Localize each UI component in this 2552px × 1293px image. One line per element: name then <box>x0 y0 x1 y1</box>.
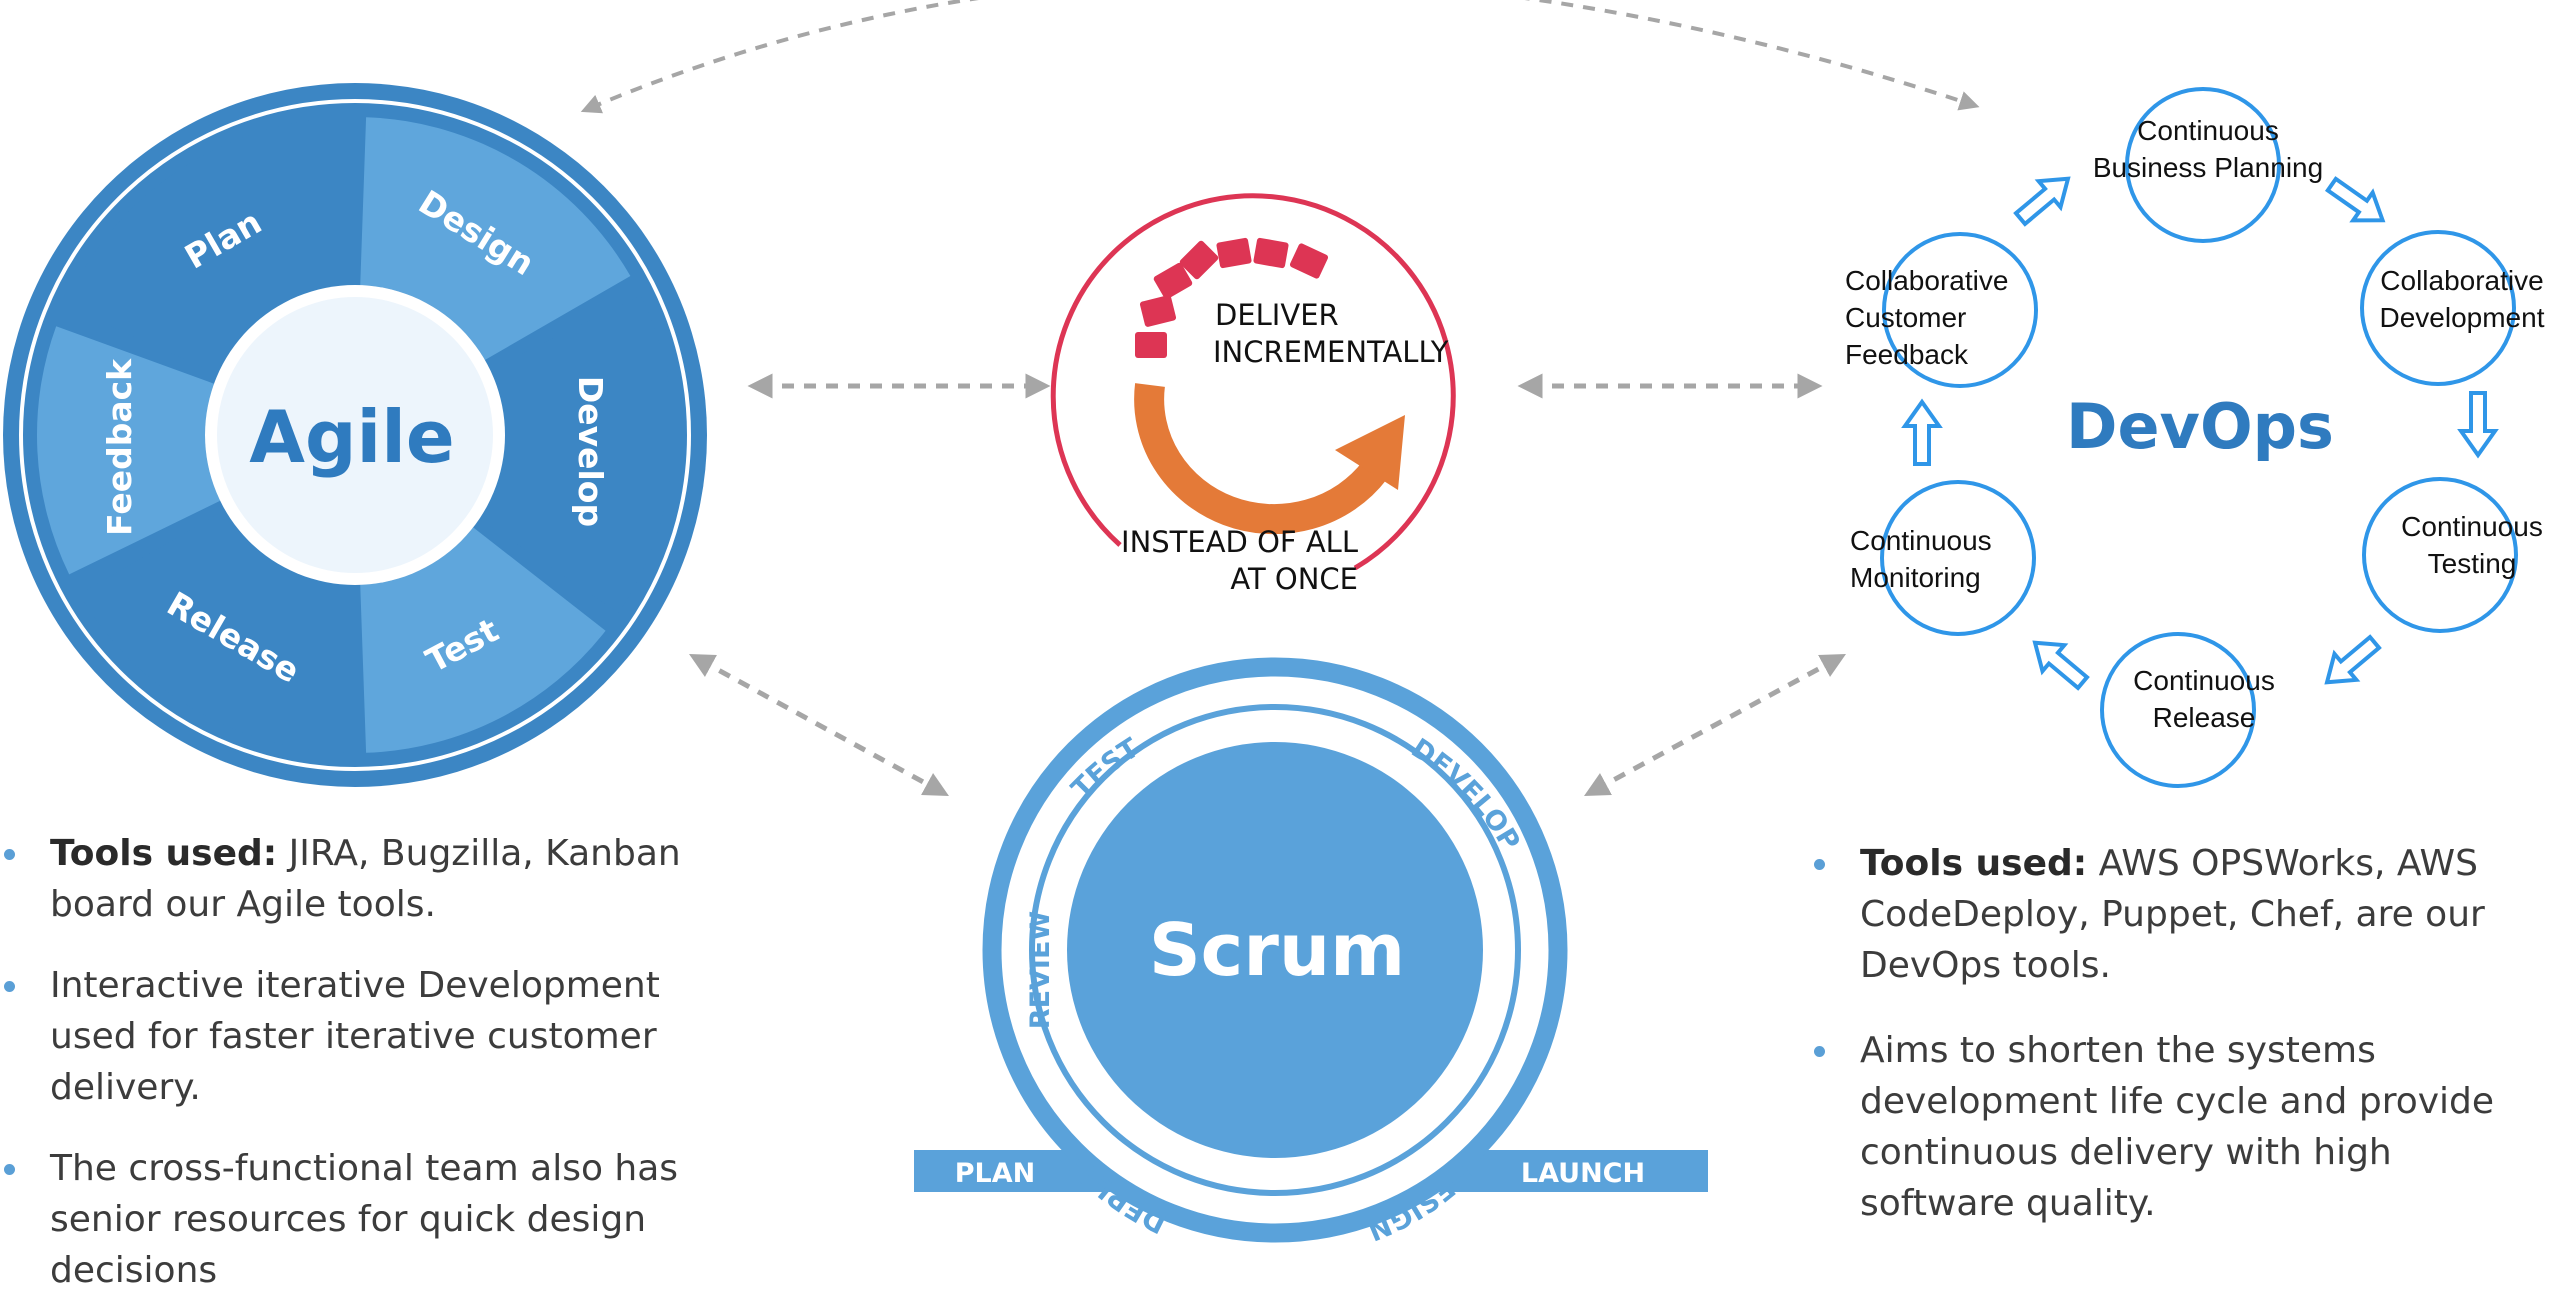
scrum-plan-label: PLAN <box>955 1158 1036 1189</box>
devops-stage-business-planning-circle <box>2125 87 2281 243</box>
scrum-core <box>1067 742 1483 1158</box>
agile-segment-feedback <box>36 326 221 575</box>
agile-note-2: Interactive iterative Development used f… <box>0 960 690 1113</box>
connectors <box>580 0 1980 796</box>
devops-note-2: Aims to shorten the systems development … <box>1810 1025 2550 1229</box>
agile-segment-release <box>79 510 350 753</box>
agile-title: Agile <box>249 395 454 479</box>
agile-note-1-label: Tools used: <box>50 833 278 874</box>
agile-segment-develop <box>479 295 674 613</box>
devops-title: DevOps <box>2066 390 2334 463</box>
agile-note-1: Tools used: JIRA, Bugzilla, Kanban board… <box>0 828 690 930</box>
agile-segment-design <box>360 117 631 360</box>
deliver-orange-arrow <box>1134 383 1387 535</box>
devops-stage-business-planning-line2: Business Planning <box>2093 152 2323 183</box>
agile-segment-plan <box>64 117 350 374</box>
connector-agile-devops <box>580 0 1980 114</box>
devops-stage-continuous-testing-circle <box>2362 477 2518 633</box>
deliver-red-arc <box>1050 193 1456 571</box>
deliver-dashes <box>1135 237 1329 358</box>
scrum-launch-bar <box>1420 1150 1708 1192</box>
devops-stage-continuous-monitoring-circle <box>1880 480 2036 636</box>
devops-stage-customer-feedback-line3: Feedback <box>1845 339 1969 370</box>
connector-agile-scrum <box>689 654 949 796</box>
scrum-title: Scrum <box>1149 908 1405 992</box>
scrum-label-review: REVIEW <box>1025 911 1056 1029</box>
scrum-inner-ring <box>1029 704 1521 1196</box>
agile-notes: Tools used: JIRA, Bugzilla, Kanban board… <box>0 828 690 1293</box>
agile-note-3-text: The cross-functional team also has senio… <box>50 1148 679 1291</box>
devops-stage-collaborative-development-line1: Collaborative <box>2380 265 2543 296</box>
devops-notes: Tools used: AWS OPSWorks, AWS CodeDeploy… <box>1810 838 2550 1263</box>
devops-stage-continuous-release-circle <box>2100 632 2256 788</box>
agile-note-3: The cross-functional team also has senio… <box>0 1143 690 1293</box>
deliver-line2: INCREMENTALLY <box>1213 335 1449 369</box>
devops-stage-business-planning-line1: Continuous <box>2137 115 2279 146</box>
devops-arrow-testing-to-release <box>2324 634 2382 685</box>
devops-arrow-release-to-monitoring <box>2032 640 2090 691</box>
devops-flow-arrows <box>1901 176 2499 691</box>
deliver-line1: DELIVER <box>1215 298 1339 332</box>
devops-stage-customer-feedback-line1: Collaborative <box>1845 265 2008 296</box>
connector-scrum-devops <box>1584 654 1846 796</box>
devops-stage-continuous-testing-line1: Continuous <box>2401 511 2543 542</box>
agile-ring-gap <box>19 99 691 771</box>
devops-stage-continuous-release-line2: Release <box>2153 702 2256 733</box>
devops-arrow-development-to-testing <box>2457 391 2499 459</box>
devops-note-2-text: Aims to shorten the systems development … <box>1860 1030 2495 1224</box>
devops-stage-continuous-release-line1: Continuous <box>2133 665 2275 696</box>
devops-stage-collaborative-development-circle <box>2360 230 2516 386</box>
devops-arrow-planning-to-development <box>2324 176 2386 223</box>
scrum-launch-label: LAUNCH <box>1521 1158 1645 1189</box>
devops-stage-continuous-monitoring-line2: Monitoring <box>1850 562 1981 593</box>
devops-arrow-feedback-to-planning <box>2013 176 2071 227</box>
devops-arrow-monitoring-to-feedback <box>1901 398 1943 466</box>
deliver-line4: AT ONCE <box>1230 562 1358 596</box>
agile-hub <box>217 297 493 573</box>
devops-stage-continuous-monitoring-line1: Continuous <box>1850 525 1992 556</box>
deliver-incrementally-graphic: DELIVER INCREMENTALLY INSTEAD OF ALL AT … <box>1050 193 1456 596</box>
devops-stage-collaborative-development-line2: Development <box>2380 302 2545 333</box>
agile-segment-test <box>360 527 606 753</box>
devops-note-1: Tools used: AWS OPSWorks, AWS CodeDeploy… <box>1810 838 2550 991</box>
agile-note-2-text: Interactive iterative Development used f… <box>50 965 660 1108</box>
devops-note-1-text: AWS OPSWorks, AWS CodeDeploy, Puppet, Ch… <box>1860 843 2485 986</box>
deliver-line3: INSTEAD OF ALL <box>1121 525 1358 559</box>
scrum-outer-ring <box>982 657 1568 1243</box>
devops-stage-continuous-testing-line2: Testing <box>2428 548 2517 579</box>
devops-note-1-label: Tools used: <box>1860 843 2088 884</box>
devops-stage-customer-feedback-line2: Customer <box>1845 302 1966 333</box>
agile-segment-feedback-label: Feedback <box>100 358 139 536</box>
deliver-arrow-head <box>1335 415 1405 490</box>
agile-segment-develop-label: Develop <box>571 376 610 527</box>
devops-stage-customer-feedback-circle <box>1882 232 2038 388</box>
agile-note-1-text: JIRA, Bugzilla, Kanban board our Agile t… <box>50 833 681 925</box>
